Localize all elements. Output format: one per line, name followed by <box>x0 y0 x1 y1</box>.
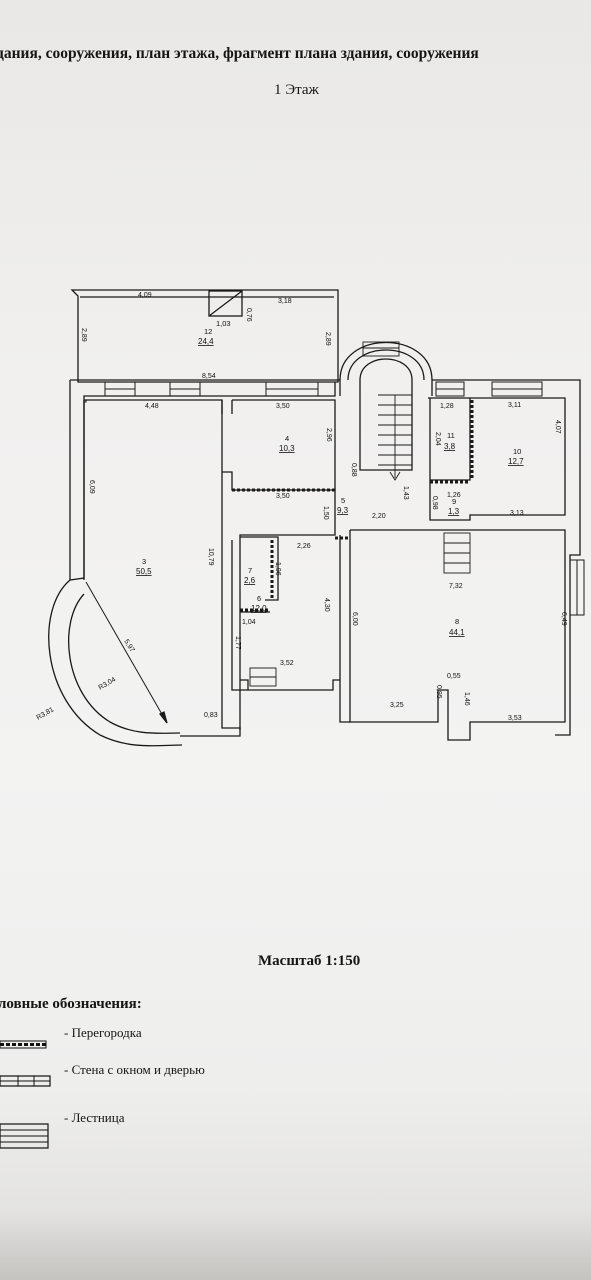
dim-854: 8,54 <box>202 373 216 380</box>
dim-128: 1,28 <box>440 403 454 410</box>
room-5-number: 5 <box>341 496 345 505</box>
bay-window-inner <box>68 593 181 734</box>
room-8-outline <box>349 529 566 741</box>
room-10-area: 12,7 <box>508 457 524 466</box>
dim-732: 7,32 <box>449 583 463 590</box>
dim-353: 3,53 <box>508 715 522 722</box>
dim-325: 3,25 <box>390 702 404 709</box>
room-3-area: 50,5 <box>136 567 152 576</box>
dim-289-right: 2,89 <box>324 332 331 346</box>
room-9-number: 9 <box>452 497 456 506</box>
room-5-area: 9,3 <box>337 506 349 515</box>
dim-407: 4,07 <box>554 420 561 434</box>
dim-r381: R3,81 <box>36 706 56 721</box>
dim-083: 0,83 <box>204 712 218 719</box>
dim-098: 0,98 <box>431 496 438 510</box>
partitions <box>232 400 474 612</box>
dim-597: 5,97 <box>122 638 135 653</box>
outer-wall-right <box>432 379 581 736</box>
room-11-area: 3,8 <box>444 442 456 451</box>
room-7-number: 7 <box>248 566 252 575</box>
bay-window-outer <box>48 579 183 747</box>
dim-313: 3,13 <box>510 510 524 517</box>
room-12-number: 12 <box>204 327 212 336</box>
room-10-number: 10 <box>513 447 521 456</box>
floor-label: 1 Этаж <box>274 82 319 98</box>
room-6-7-outline <box>240 536 279 601</box>
dim-311: 3,11 <box>508 402 521 409</box>
page-shadow <box>0 1210 591 1280</box>
room-3-outline <box>84 399 241 737</box>
staircase <box>249 341 471 687</box>
dim-r304: R3,04 <box>98 676 118 691</box>
radius-line <box>85 581 168 724</box>
dim-177: 1,77 <box>234 636 241 650</box>
dim-076: 0,76 <box>245 308 252 322</box>
dim-095: 0,95 <box>435 685 442 699</box>
dim-104: 1,04 <box>242 619 256 626</box>
room-6-area: 12,0 <box>251 604 267 613</box>
outer-wall-left <box>69 380 336 581</box>
dim-289-left: 2,89 <box>80 328 87 342</box>
dim-350-top: 3,50 <box>276 403 290 410</box>
dim-430: 4,30 <box>323 598 330 612</box>
room-12-outline <box>70 289 339 383</box>
room-8-number: 8 <box>455 617 459 626</box>
dim-600: 6,00 <box>351 612 358 626</box>
dim-204: 2,04 <box>434 432 441 446</box>
room-12-area: 24,4 <box>198 337 214 346</box>
dim-143: 1,43 <box>402 486 409 500</box>
dim-318: 3,18 <box>278 298 292 305</box>
room-4-area: 10,3 <box>279 444 295 453</box>
room-9-area: 1,3 <box>448 507 460 516</box>
dim-226: 2,26 <box>297 543 311 550</box>
dim-146: 1,46 <box>463 692 470 706</box>
legend-title: ловные обозначения: <box>0 996 142 1012</box>
scale-label: Масштаб 1:150 <box>258 953 361 969</box>
dim-609: 6,09 <box>88 480 95 494</box>
dim-409: 4,09 <box>138 292 152 299</box>
dim-649: 6,49 <box>560 612 567 626</box>
legend-partition: - Перегородка <box>64 1025 142 1040</box>
staircase-symbol <box>0 1123 49 1149</box>
dim-088: 0,88 <box>350 463 357 477</box>
room-8-area: 44,1 <box>449 628 465 637</box>
room-1-area: 1,03 <box>216 319 231 328</box>
room-1-outline <box>208 290 243 317</box>
room-6-number: 6 <box>257 594 261 603</box>
dim-296: 2,96 <box>325 428 332 442</box>
dim-055: 0,55 <box>447 673 461 680</box>
partition-symbol <box>0 1040 47 1049</box>
dim-150: 1,50 <box>322 506 329 520</box>
room-7-area: 2,6 <box>244 576 256 585</box>
legend-staircase: - Лестница <box>64 1110 125 1125</box>
dim-220: 2,20 <box>372 513 386 520</box>
dim-126: 1,26 <box>447 492 461 499</box>
dim-1079: 10,79 <box>207 548 214 566</box>
room-3-number: 3 <box>142 557 146 566</box>
wall-window-door-symbol <box>0 1075 51 1087</box>
stair-tower <box>339 341 433 396</box>
room-10-11 <box>430 398 471 481</box>
legend-wall-window-door: - Стена с окном и дверью <box>64 1062 205 1077</box>
document-header: дания, сооружения, план этажа, фрагмент … <box>0 45 479 62</box>
room-4-number: 4 <box>285 434 289 443</box>
dim-350-bottom: 3,50 <box>276 493 290 500</box>
room-11-number: 11 <box>447 431 455 440</box>
dim-196: 1,96 <box>274 562 281 576</box>
dim-448: 4,48 <box>145 403 159 410</box>
dim-352: 3,52 <box>280 660 294 667</box>
